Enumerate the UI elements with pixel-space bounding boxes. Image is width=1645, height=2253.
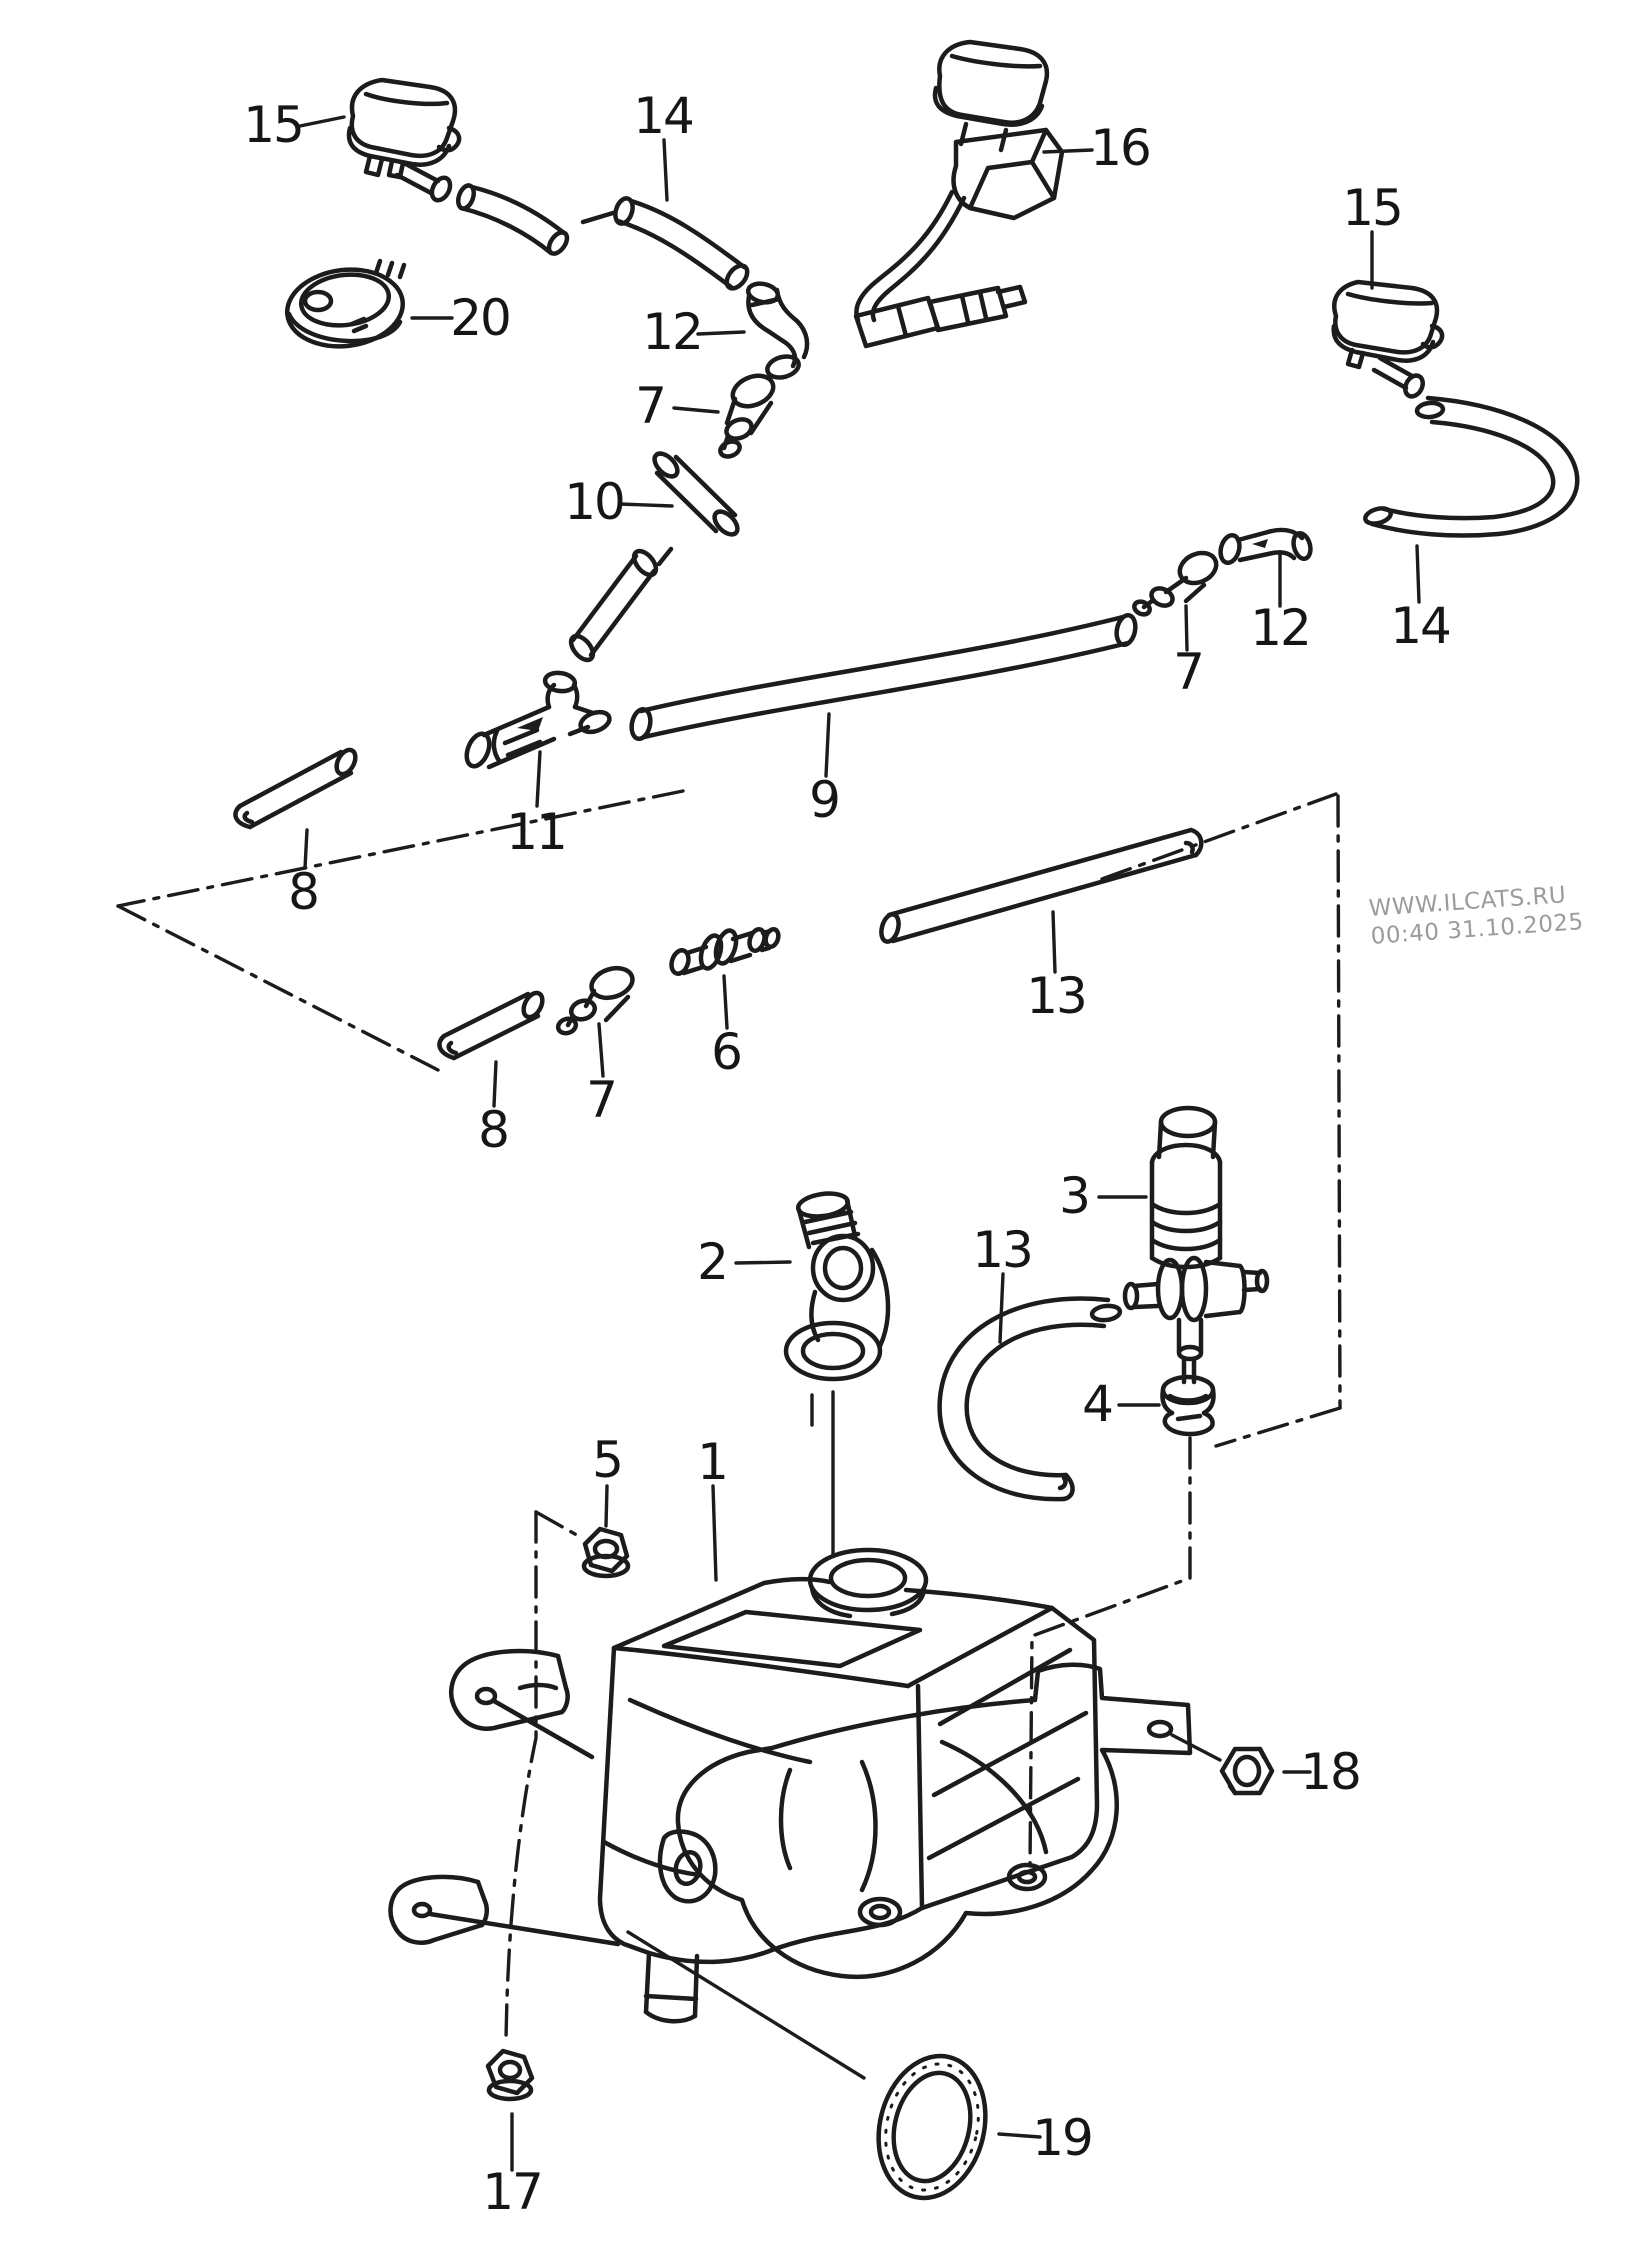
callout-15-right: 15 xyxy=(1342,179,1404,237)
hose-straight-13 xyxy=(879,827,1204,944)
nut-18 xyxy=(1219,1746,1275,1796)
callout-14-left: 14 xyxy=(633,87,695,145)
callout-14-right: 14 xyxy=(1390,597,1452,655)
heated-nozzle-assembly xyxy=(853,39,1065,349)
callout-11: 11 xyxy=(506,803,568,861)
mounting-tray xyxy=(675,1662,1193,1980)
callout-8-lower: 8 xyxy=(478,1101,510,1159)
washer-hose-left xyxy=(455,183,750,291)
callout-5: 5 xyxy=(592,1431,624,1489)
washer-nozzle-right xyxy=(1331,279,1445,399)
callout-17: 17 xyxy=(482,2163,544,2221)
double-connector-6 xyxy=(669,926,781,976)
callout-3: 3 xyxy=(1059,1167,1091,1225)
callout-20: 20 xyxy=(450,289,512,347)
connector-left xyxy=(718,373,776,459)
filler-seal-2 xyxy=(783,1191,891,1382)
callout-7-right: 7 xyxy=(1173,643,1205,701)
connector-mid xyxy=(555,965,635,1036)
y-connector-11 xyxy=(464,670,612,770)
washer-hose-right xyxy=(1363,395,1580,538)
hose-short-lower-8 xyxy=(437,990,545,1061)
bracket-ear-lower xyxy=(388,1874,621,1947)
callout-13-upper: 13 xyxy=(1026,967,1088,1025)
washer-nozzle-left xyxy=(346,77,462,203)
callout-10: 10 xyxy=(564,473,626,531)
callout-7-left: 7 xyxy=(635,377,667,435)
reservoir-tank-1 xyxy=(597,1547,1100,2024)
pump-grommet-4 xyxy=(1160,1357,1216,1437)
nut-17 xyxy=(485,2048,535,2102)
callout-18: 18 xyxy=(1300,1743,1362,1801)
hose-short-upper-8 xyxy=(233,747,358,830)
hose-curved-13 xyxy=(937,1296,1123,1502)
callout-16: 16 xyxy=(1090,119,1152,177)
callout-12-right: 12 xyxy=(1250,599,1312,657)
hose-segment-10 xyxy=(568,451,740,663)
grommet-20 xyxy=(284,258,407,349)
hose-long-9 xyxy=(629,612,1138,742)
callout-1: 1 xyxy=(697,1433,729,1491)
callout-13-lower: 13 xyxy=(972,1221,1034,1279)
gasket-19 xyxy=(876,2053,988,2201)
callout-12-left: 12 xyxy=(642,303,704,361)
callout-8-upper: 8 xyxy=(288,863,320,921)
callout-15-left: 15 xyxy=(243,96,305,154)
callout-2: 2 xyxy=(697,1233,729,1291)
callout-7-mid: 7 xyxy=(586,1071,618,1129)
callout-19: 19 xyxy=(1032,2109,1094,2167)
elbow-right xyxy=(1218,527,1313,565)
callout-leader-lines xyxy=(298,115,1421,2172)
assembly-dash-lines xyxy=(116,789,1342,2042)
callout-9: 9 xyxy=(809,771,841,829)
bracket-ear-upper xyxy=(449,1648,595,1760)
callout-6: 6 xyxy=(711,1023,743,1081)
nut-5 xyxy=(581,1526,631,1579)
washer-pump-3 xyxy=(1122,1105,1270,1362)
connector-right xyxy=(1132,550,1219,617)
elbow-left xyxy=(745,281,810,380)
callout-4: 4 xyxy=(1082,1375,1114,1433)
